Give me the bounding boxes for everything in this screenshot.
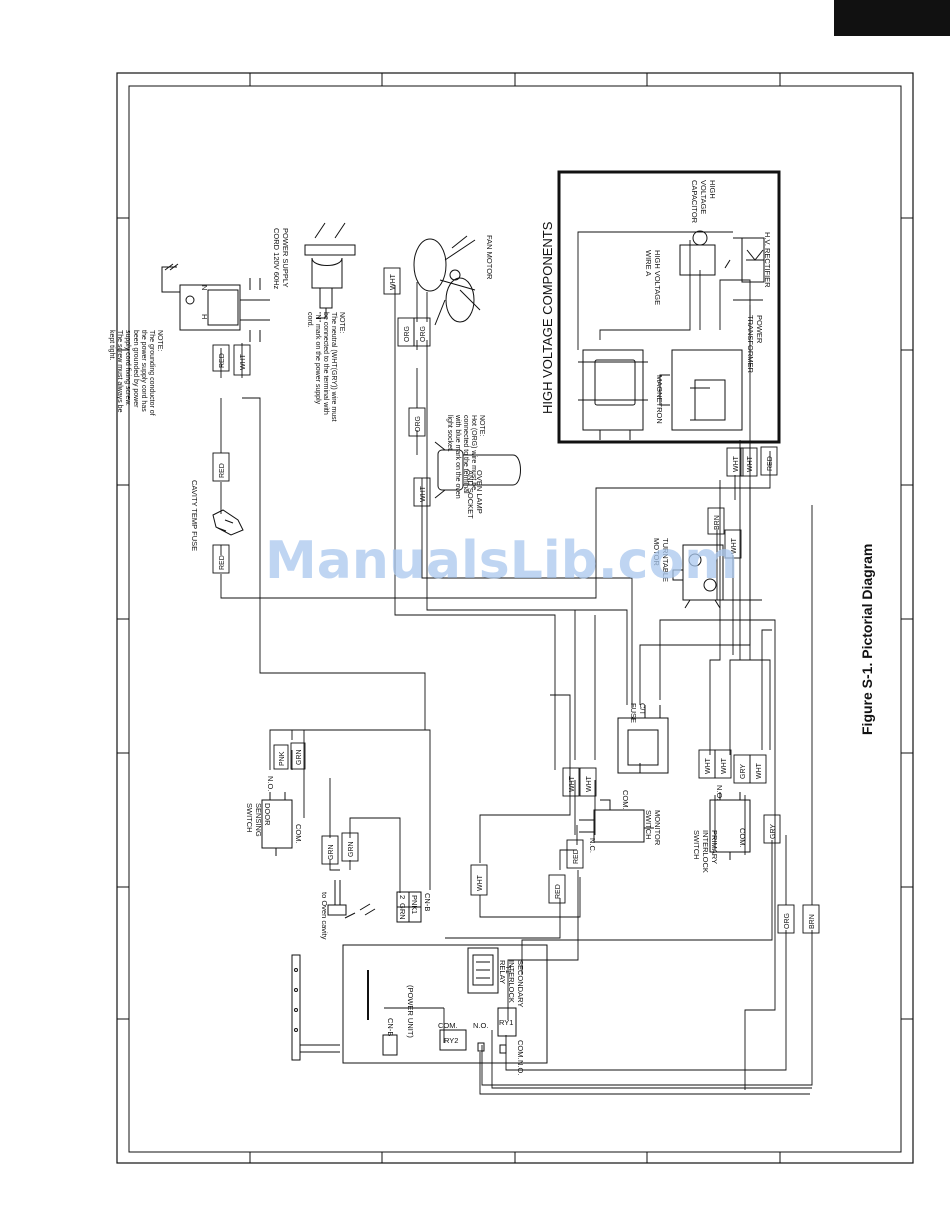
wire-wht-4: WHT bbox=[731, 537, 738, 554]
primary-no-label: N.O. bbox=[715, 785, 724, 800]
power-unit-board bbox=[291, 944, 548, 1064]
ry1-label: RY1 bbox=[499, 1018, 513, 1027]
ry1-no-label: N.O. bbox=[516, 1060, 525, 1075]
cn-pin-2: 2 bbox=[398, 895, 407, 899]
wire-red-6: RED bbox=[555, 884, 562, 899]
cn-b-connector bbox=[396, 891, 422, 923]
monitor-switch-label: MONITOR SWITCH bbox=[644, 810, 662, 847]
fan-motor-label: FAN MOTOR bbox=[485, 235, 494, 280]
wire-gry-2: GRY bbox=[770, 824, 777, 839]
cn-b-label-top: CN-B bbox=[423, 893, 432, 911]
to-oven-cavity-label: to Oven cavity bbox=[320, 892, 329, 940]
wire-pnk-1: PNK bbox=[279, 751, 286, 766]
monitor-com-label: COM. bbox=[621, 790, 630, 810]
wire-wht-6: WHT bbox=[747, 455, 754, 472]
wire-labels bbox=[212, 267, 820, 934]
turntable-motor-label: TURNTABLE MOTOR bbox=[652, 538, 670, 584]
wire-grn-1: GRN bbox=[296, 749, 303, 765]
wire-brn-1: BRN bbox=[714, 515, 721, 530]
power-cord-label: POWER SUPPLY CORD 120V 60Hz bbox=[272, 228, 290, 290]
fan-motor-drawing bbox=[413, 235, 481, 326]
ry-no-label: N.O. bbox=[473, 1021, 488, 1030]
wire-org-3: ORG bbox=[415, 416, 422, 432]
wire-red-4: RED bbox=[767, 456, 774, 471]
wire-wht-9: WHT bbox=[705, 757, 712, 774]
watermark: ManualsLib.com bbox=[265, 531, 738, 591]
wire-wht-8: WHT bbox=[586, 775, 593, 792]
wire-red-5: RED bbox=[573, 849, 580, 864]
neutral-note: NOTE: The neutral (WHT(GRY)) wire must b… bbox=[306, 312, 345, 424]
door-switch-label: DOOR SENSING SWITCH bbox=[245, 803, 272, 839]
hv-section-title: HIGH VOLTAGE COMPONENTS bbox=[540, 221, 555, 414]
door-switch-drawing bbox=[261, 792, 293, 856]
hot-note: NOTE: Hot (ORG) wire must be connected t… bbox=[446, 414, 485, 501]
wire-org-4: ORG bbox=[784, 913, 791, 929]
wire-wht-11: WHT bbox=[756, 762, 763, 779]
t1-label: T1 bbox=[504, 965, 513, 974]
cn-pin-pnk: PNK bbox=[410, 895, 419, 910]
wire-gry-1: GRY bbox=[740, 764, 747, 779]
wire-wht-10: WHT bbox=[721, 757, 728, 774]
cord-h-label: H bbox=[200, 314, 209, 319]
wire-grn-3: GRN bbox=[348, 841, 355, 857]
turntable-motor-drawing bbox=[672, 544, 724, 609]
ct-fuse-label: C/T FUSE bbox=[629, 703, 647, 723]
wire-red-2: RED bbox=[219, 463, 226, 478]
cord-n-label: N bbox=[200, 285, 209, 290]
hv-wire-a-label: HIGH VOLTAGE WIRE A bbox=[644, 250, 662, 307]
oven-lamp-label: OVEN LAMP AND SOCKET bbox=[466, 470, 484, 519]
page-corner-tab bbox=[834, 0, 950, 36]
wiring bbox=[220, 282, 813, 1095]
ry2-label: RY2 bbox=[444, 1036, 458, 1045]
wire-wht-12: WHT bbox=[477, 874, 484, 891]
cn-pin-1: 1 bbox=[410, 910, 419, 914]
power-plug bbox=[304, 222, 356, 319]
figure-caption: Figure S-1. Pictorial Diagram bbox=[859, 544, 875, 735]
wire-wht-3: WHT bbox=[420, 485, 427, 502]
wire-org-1: ORG bbox=[404, 326, 411, 342]
monitor-nc-label: N.C. bbox=[588, 838, 597, 853]
primary-com-label: COM. bbox=[738, 828, 747, 848]
cavity-fuse-drawing bbox=[212, 509, 244, 536]
hv-internal-wiring bbox=[577, 231, 763, 421]
cn-pin-grn: GRN bbox=[398, 903, 407, 920]
wire-wht-1: WHT bbox=[240, 353, 247, 370]
primary-switch-drawing bbox=[709, 792, 751, 860]
ground-note: NOTE: The grounding conductor of the pow… bbox=[108, 330, 163, 418]
cn-b-label-board: CN-B bbox=[386, 1018, 395, 1036]
wire-grn-2: GRN bbox=[328, 844, 335, 860]
ry1-com-label: COM. bbox=[516, 1040, 525, 1060]
wire-red-1: RED bbox=[219, 353, 226, 368]
cavity-fuse-label: CAVITY TEMP FUSE bbox=[190, 480, 199, 551]
hv-components-drawing bbox=[578, 230, 765, 440]
hv-rectifier-label: H.V. RECTIFIER bbox=[763, 232, 772, 288]
ct-fuse-drawing bbox=[617, 705, 669, 774]
magnetron-label: MAGNETRON bbox=[655, 375, 664, 424]
primary-switch-label: PRIMARY INTERLOCK SWITCH bbox=[692, 830, 719, 875]
wire-wht-5: WHT bbox=[733, 455, 740, 472]
monitor-switch-drawing bbox=[579, 799, 654, 843]
hv-components-box: HIGH VOLTAGE COMPONENTS bbox=[540, 170, 781, 444]
wire-red-3: RED bbox=[219, 555, 226, 570]
wire-wht-7: WHT bbox=[569, 775, 576, 792]
power-unit-label: (POWER UNIT) bbox=[406, 985, 415, 1038]
secondary-relay-label: SECONDARY INTERLOCK RELAY bbox=[498, 960, 525, 1009]
hv-capacitor-label: HIGH VOLTAGE CAPACITOR bbox=[690, 180, 717, 224]
door-no-label: N.O. bbox=[266, 776, 275, 791]
power-transformer-label: POWER TRANSFORMER bbox=[746, 315, 764, 374]
ry-com-label: COM. bbox=[438, 1021, 458, 1030]
oven-lamp-drawing bbox=[434, 441, 521, 499]
thermistor-drawing bbox=[327, 880, 376, 919]
door-com-label: COM. bbox=[294, 824, 303, 844]
wire-org-2: ORG bbox=[420, 326, 427, 342]
wire-brn-2: BRN bbox=[809, 914, 816, 929]
wire-wht-2: WHT bbox=[390, 273, 397, 290]
drawing-frame bbox=[116, 72, 914, 1164]
cord-terminal-block bbox=[161, 263, 270, 342]
